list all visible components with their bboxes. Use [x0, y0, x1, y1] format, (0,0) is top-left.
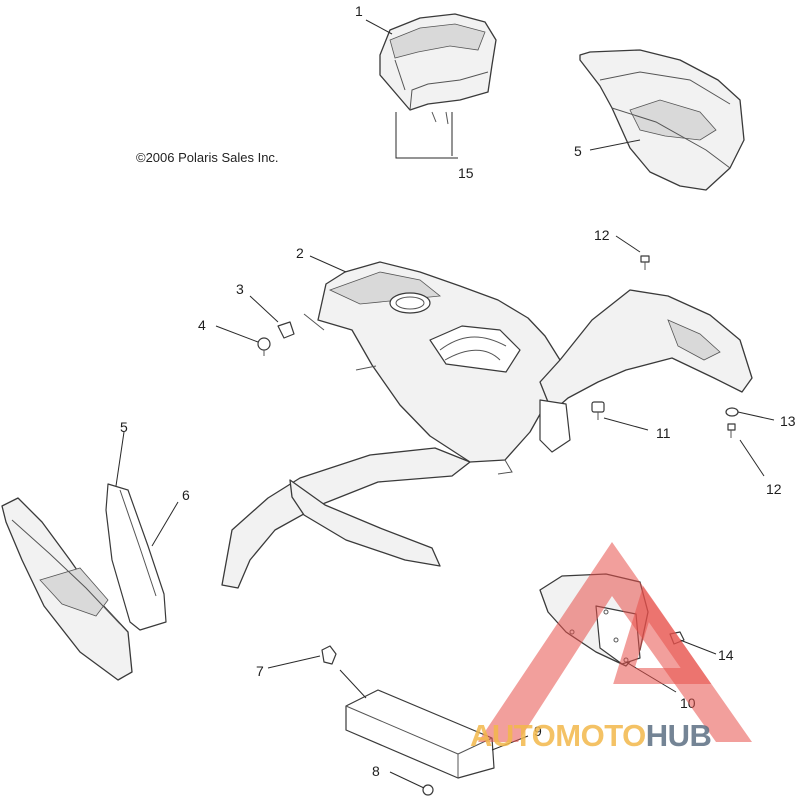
leader-lines — [115, 19, 775, 789]
callout-8: 8 — [372, 763, 380, 779]
callout-4: 4 — [198, 317, 206, 333]
part-bolt-12-top — [640, 255, 650, 270]
part-bolt-12-right — [727, 423, 736, 438]
part-screw-8 — [422, 784, 434, 796]
callout-5-top: 5 — [574, 143, 582, 159]
callout-1: 1 — [355, 3, 363, 19]
part-side-panel-6 — [105, 483, 167, 631]
part-side-panel-left — [1, 497, 133, 681]
part-panel-9 — [345, 689, 495, 779]
callout-3: 3 — [236, 281, 244, 297]
part-washer-13 — [725, 407, 739, 417]
part-front-panel-top — [579, 49, 745, 191]
watermark-text-automoto: AUTOMOTO — [470, 718, 646, 753]
callout-6: 6 — [182, 487, 190, 503]
part-headlight-pod — [379, 13, 497, 125]
callout-labels: 1 15 5 12 2 3 4 11 13 12 5 6 7 14 10 9 8 — [120, 3, 796, 779]
callout-12-top: 12 — [594, 227, 610, 243]
part-clip-3 — [277, 321, 295, 339]
copyright-text: ©2006 Polaris Sales Inc. — [136, 150, 279, 165]
part-clip-7 — [321, 645, 337, 665]
callout-2: 2 — [296, 245, 304, 261]
callout-12-right: 12 — [766, 481, 782, 497]
watermark-text: AUTOMOTOHUB — [470, 718, 711, 753]
callout-11: 11 — [656, 425, 671, 441]
callout-14: 14 — [718, 647, 734, 663]
watermark-text-hub: HUB — [646, 718, 712, 753]
part-bracket-15 — [395, 112, 458, 159]
callout-5-left: 5 — [120, 419, 128, 435]
part-fastener-11 — [591, 401, 605, 420]
part-pushpin-4 — [257, 337, 271, 356]
callout-9: 9 — [534, 723, 542, 739]
callout-7: 7 — [256, 663, 264, 679]
watermark-logo: AUTOMOTOHUB — [470, 542, 752, 753]
callout-15: 15 — [458, 165, 474, 181]
callout-13: 13 — [780, 413, 796, 429]
watermark-triangle-icon — [478, 542, 752, 742]
part-front-cab — [221, 261, 753, 589]
